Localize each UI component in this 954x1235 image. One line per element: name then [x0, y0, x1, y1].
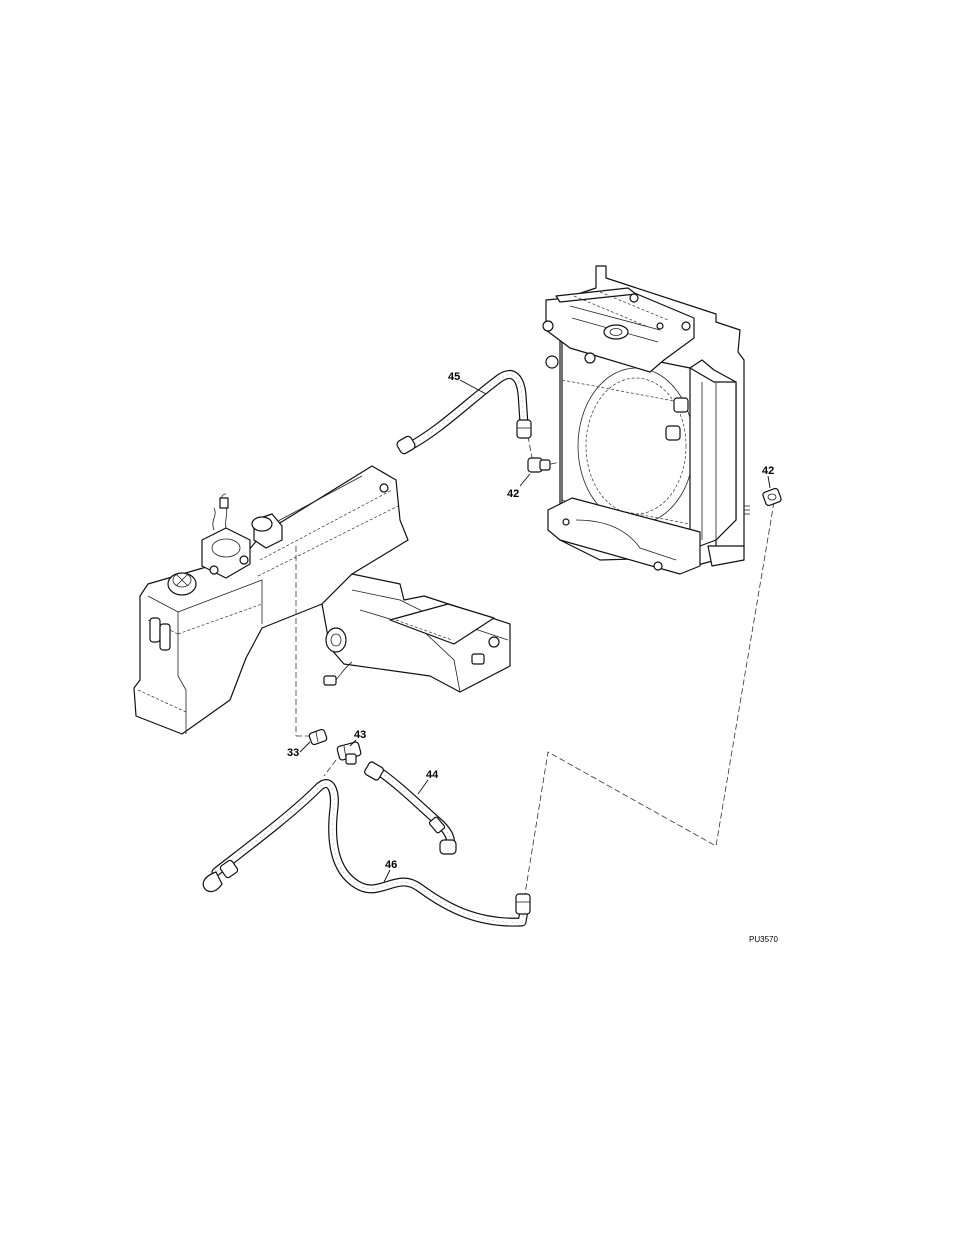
hose-44	[364, 761, 456, 854]
elbow-fitting-icon	[528, 458, 550, 472]
callout-42: 42	[507, 488, 519, 500]
fuel-tank-icon	[134, 466, 510, 734]
callout-45: 45	[448, 371, 460, 383]
hose-icon	[203, 784, 530, 923]
callout-46: 46	[385, 859, 397, 871]
radiator-icon	[543, 266, 750, 574]
callout-42-right: 42	[762, 465, 774, 477]
tee-fitting-icon	[337, 741, 362, 764]
callout-43: 43	[354, 729, 366, 741]
callout-44-leader	[418, 780, 428, 794]
callout-42-right-leader	[768, 476, 770, 488]
callout-42-leader	[520, 474, 530, 486]
callout-33-leader	[300, 742, 310, 752]
callout-33: 33	[287, 747, 299, 759]
adapter-fitting-33	[308, 729, 327, 746]
fitting-icon	[762, 488, 782, 507]
figure-id: PU3570	[749, 935, 778, 944]
callout-44: 44	[426, 769, 439, 781]
hose-45	[396, 375, 531, 456]
